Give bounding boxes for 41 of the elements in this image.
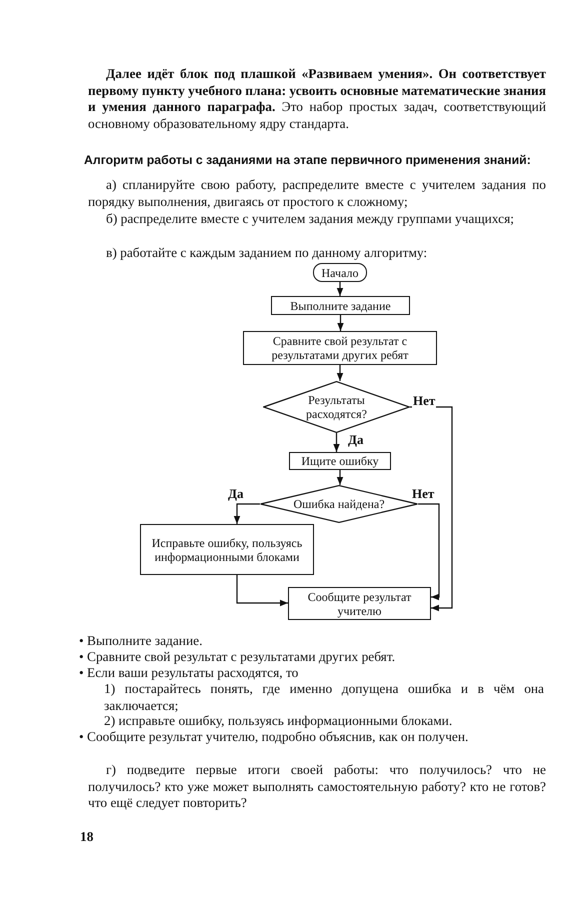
process-box xyxy=(288,587,431,620)
arrow xyxy=(336,365,344,381)
bullet-item: • Сравните свой результат с результатами других ребят. xyxy=(79,649,396,666)
arrow xyxy=(336,282,344,296)
node-text: Ищите ошибку xyxy=(301,454,379,468)
page-number: 18 xyxy=(80,829,94,846)
bullet-item: • Если ваши результаты расходятся, то xyxy=(79,665,300,682)
paragraph: г) подведите первые итоги своей работы: что получилось? что не получилось? кто уже может выполнять самостоятельную работу? кто не готов? что ещё следует повторить? xyxy=(88,762,546,812)
paragraph: Далее идёт блок под плашкой «Развиваем умения». Он соответствует первому пункту учебного плана: усвоить основные математические знания и умения данного параграфа. Это набор простых задач, соответствующий основному образовательному ядру стандарта. xyxy=(88,66,546,132)
node-text: Исправьте ошибку, пользуясь информационными блоками xyxy=(150,536,304,564)
node-text: Выполните задание xyxy=(290,298,391,312)
section-heading: Алгоритм работы с заданиями на этапе первичного применения знаний: xyxy=(84,152,532,169)
arrow xyxy=(333,433,340,452)
decision-diamond xyxy=(263,381,410,433)
start-terminal xyxy=(313,263,367,282)
edge-label: Нет xyxy=(411,487,436,501)
bullet-item: • Сообщите результат учителю, подробно объяснив, как он получен. xyxy=(79,729,470,746)
node-text: Ошибка найдена? xyxy=(293,497,385,511)
arrow xyxy=(234,503,260,524)
paragraph: в) работайте с каждым заданием по данному алгоритму: xyxy=(105,245,428,262)
arrow xyxy=(236,575,288,606)
edge-label: Нет xyxy=(412,394,436,408)
arrow xyxy=(336,470,344,485)
node-text: Результаты расходятся? xyxy=(305,393,368,421)
arrow xyxy=(337,315,344,331)
paragraph: а) спланируйте свою работу, распределите вместе с учителем задания по порядку выполнения, двигаясь от простого к сложному; xyxy=(88,177,546,210)
process-box xyxy=(271,296,410,315)
arrow xyxy=(410,406,453,612)
process-box xyxy=(243,331,437,365)
process-box xyxy=(289,452,391,470)
arrow xyxy=(418,503,440,600)
edge-label: Да xyxy=(347,433,364,447)
bullet-item: • Выполните задание. xyxy=(79,633,204,650)
node-text: Сообщите результат учителю xyxy=(306,590,412,618)
node-text: Сравните свой результат с результатами других ребят xyxy=(270,334,410,362)
list-item: 1) постарайтесь понять, где именно допущена ошибка и в чём она заключается; xyxy=(104,681,544,714)
edge-label: Да xyxy=(227,487,244,501)
paragraph: б) распределите вместе с учителем задания между группами учащихся; xyxy=(105,211,515,228)
process-box xyxy=(140,524,314,575)
node-text: Начало xyxy=(322,266,358,280)
list-item: 2) исправьте ошибку, пользуясь информационными блоками. xyxy=(104,713,454,730)
